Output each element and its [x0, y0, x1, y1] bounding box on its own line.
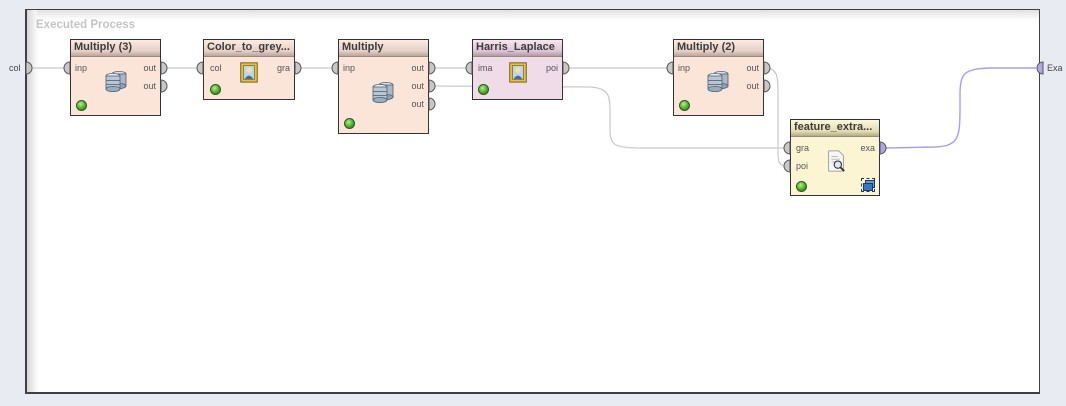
port-label: inp: [678, 63, 691, 73]
process-output-port[interactable]: [1036, 61, 1044, 75]
port-label: out: [411, 63, 424, 73]
database-icon: [371, 79, 395, 103]
picture-icon: [238, 60, 260, 84]
operator-multiply[interactable]: Multiply inp out out out: [338, 39, 429, 134]
port-label: inp: [343, 63, 356, 73]
status-ok-icon: [679, 100, 690, 111]
operator-title: Harris_Laplace: [473, 40, 562, 57]
port-label: gra: [796, 143, 810, 153]
operator-title: Multiply: [339, 40, 428, 57]
process-output-label: Exa: [1047, 63, 1063, 73]
database-icon: [706, 68, 730, 92]
operator-color-to-grey[interactable]: Color_to_grey... col gra: [203, 39, 295, 100]
port-label: out: [143, 81, 156, 91]
port-label: out: [746, 63, 759, 73]
port-label: poi: [796, 161, 809, 171]
status-ok-icon: [796, 181, 807, 192]
port-label: ima: [478, 63, 493, 73]
port-label: gra: [276, 63, 290, 73]
status-ok-icon: [478, 84, 489, 95]
port-label: out: [143, 63, 156, 73]
process-title: Executed Process: [36, 19, 136, 31]
port-label: poi: [545, 63, 558, 73]
wire-feature-to-output[interactable]: [883, 67, 1036, 149]
database-icon: [104, 68, 128, 92]
operator-feature-extractor[interactable]: feature_extra... gra poi exa: [790, 119, 880, 196]
operator-title: Multiply (3): [71, 40, 160, 57]
operator-multiply-2[interactable]: Multiply (2) inp out out: [673, 39, 764, 116]
operator-title: feature_extra...: [791, 120, 879, 137]
port-label: out: [411, 81, 424, 91]
status-ok-icon: [76, 100, 87, 111]
port-label: exa: [860, 143, 875, 153]
wire-multiply-to-feature-gra[interactable]: [432, 85, 786, 149]
operator-title: Multiply (2): [674, 40, 763, 57]
port-label: col: [210, 63, 222, 73]
operator-harris-laplace[interactable]: Harris_Laplace ima poi: [472, 39, 563, 100]
port-label: out: [411, 99, 424, 109]
subprocess-icon[interactable]: [861, 178, 875, 192]
operator-multiply-3[interactable]: Multiply (3) inp out out: [70, 39, 161, 116]
document-search-icon: [825, 149, 847, 173]
picture-icon: [507, 60, 529, 84]
process-input-port[interactable]: [25, 61, 33, 75]
process-input-label: col: [9, 63, 21, 73]
operator-title: Color_to_grey...: [204, 40, 294, 57]
status-ok-icon: [344, 118, 355, 129]
port-label: inp: [75, 63, 88, 73]
status-ok-icon: [210, 84, 221, 95]
wire-multiply2-to-feature-poi[interactable]: [767, 67, 787, 167]
port-label: out: [746, 81, 759, 91]
